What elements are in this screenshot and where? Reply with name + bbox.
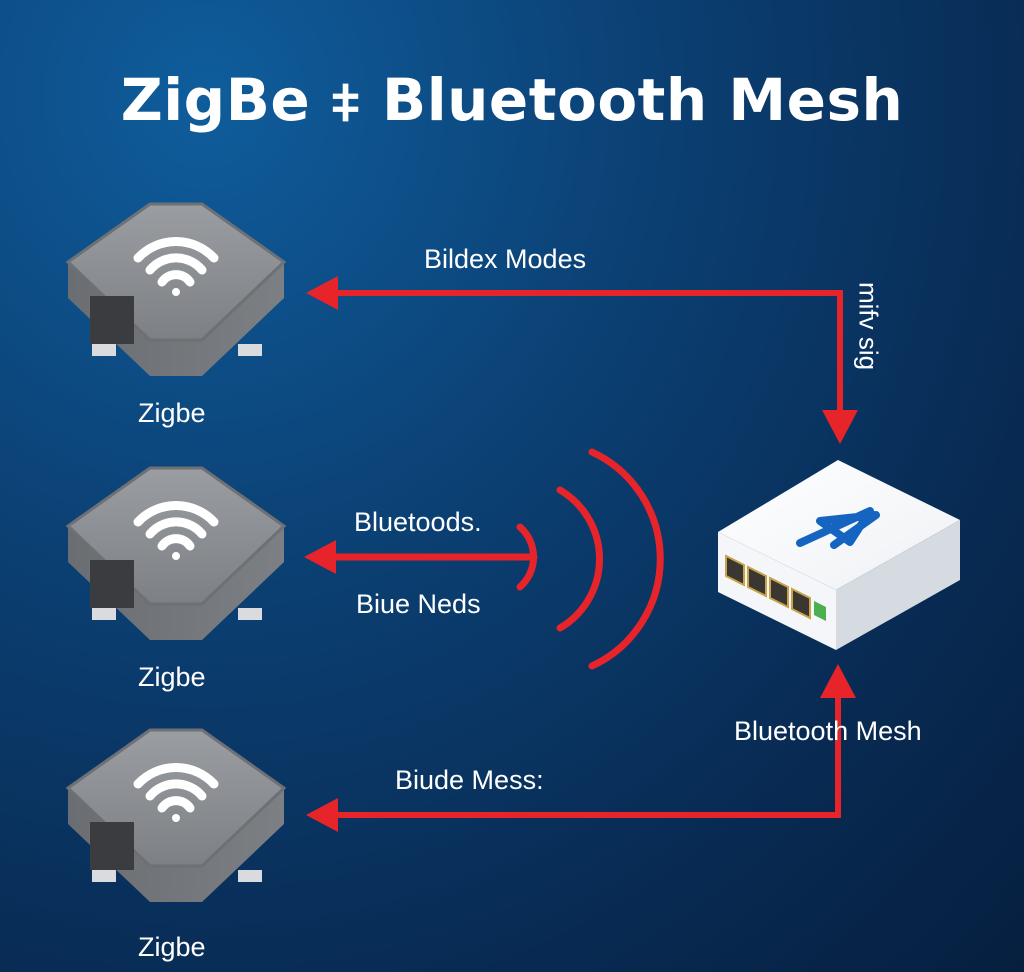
arrowhead-left: [304, 540, 336, 574]
radio-wave-1: [516, 523, 537, 591]
link-middle-label-bottom: Biue Neds: [356, 589, 481, 619]
device-foot: [238, 870, 262, 882]
device-port: [90, 296, 134, 344]
link-top: [306, 276, 858, 444]
link-top-side-label: mifv sig: [853, 281, 884, 371]
link-bottom: [306, 664, 856, 832]
link-middle: [304, 448, 664, 670]
device-port: [90, 822, 134, 870]
link-middle-label-top: Bluetoods.: [354, 507, 482, 537]
wifi-icon: [133, 237, 219, 296]
diagram-title: ZigBe ⧧ Bluetooth Mesh: [120, 66, 904, 134]
hub-label: Bluetooth Mesh: [734, 716, 922, 746]
device-port: [90, 560, 134, 608]
zigbee-label-2: Zigbe: [138, 662, 206, 692]
hub-ports: [725, 554, 811, 620]
zigbee-device-1: [65, 202, 287, 376]
zigbee-label-3: Zigbe: [138, 932, 206, 962]
radio-wave-3: [588, 448, 664, 670]
link-top-label: Bildex Modes: [424, 244, 587, 274]
arrowhead-left: [306, 276, 338, 310]
link-top-line: [336, 290, 843, 410]
arrowhead-left: [306, 798, 338, 832]
hub-side: [836, 520, 960, 650]
zigbee-label-1: Zigbe: [138, 398, 206, 428]
link-bottom-label: Biude Mess:: [395, 765, 544, 795]
bluetooth-mesh-hub: [718, 460, 960, 650]
radio-wave-2: [556, 486, 603, 632]
device-foot: [92, 608, 116, 620]
device-foot: [92, 344, 116, 356]
wifi-icon: [133, 763, 219, 822]
arrowhead-up: [820, 664, 856, 698]
device-foot: [92, 870, 116, 882]
hub-status-led: [814, 601, 826, 621]
zigbee-device-3: [65, 728, 287, 902]
link-bottom-line: [336, 698, 841, 818]
device-foot: [238, 344, 262, 356]
bluetooth-icon: [796, 507, 880, 549]
arrowhead-down: [822, 410, 858, 444]
zigbee-device-2: [65, 466, 287, 640]
device-foot: [238, 608, 262, 620]
wifi-icon: [133, 501, 219, 560]
